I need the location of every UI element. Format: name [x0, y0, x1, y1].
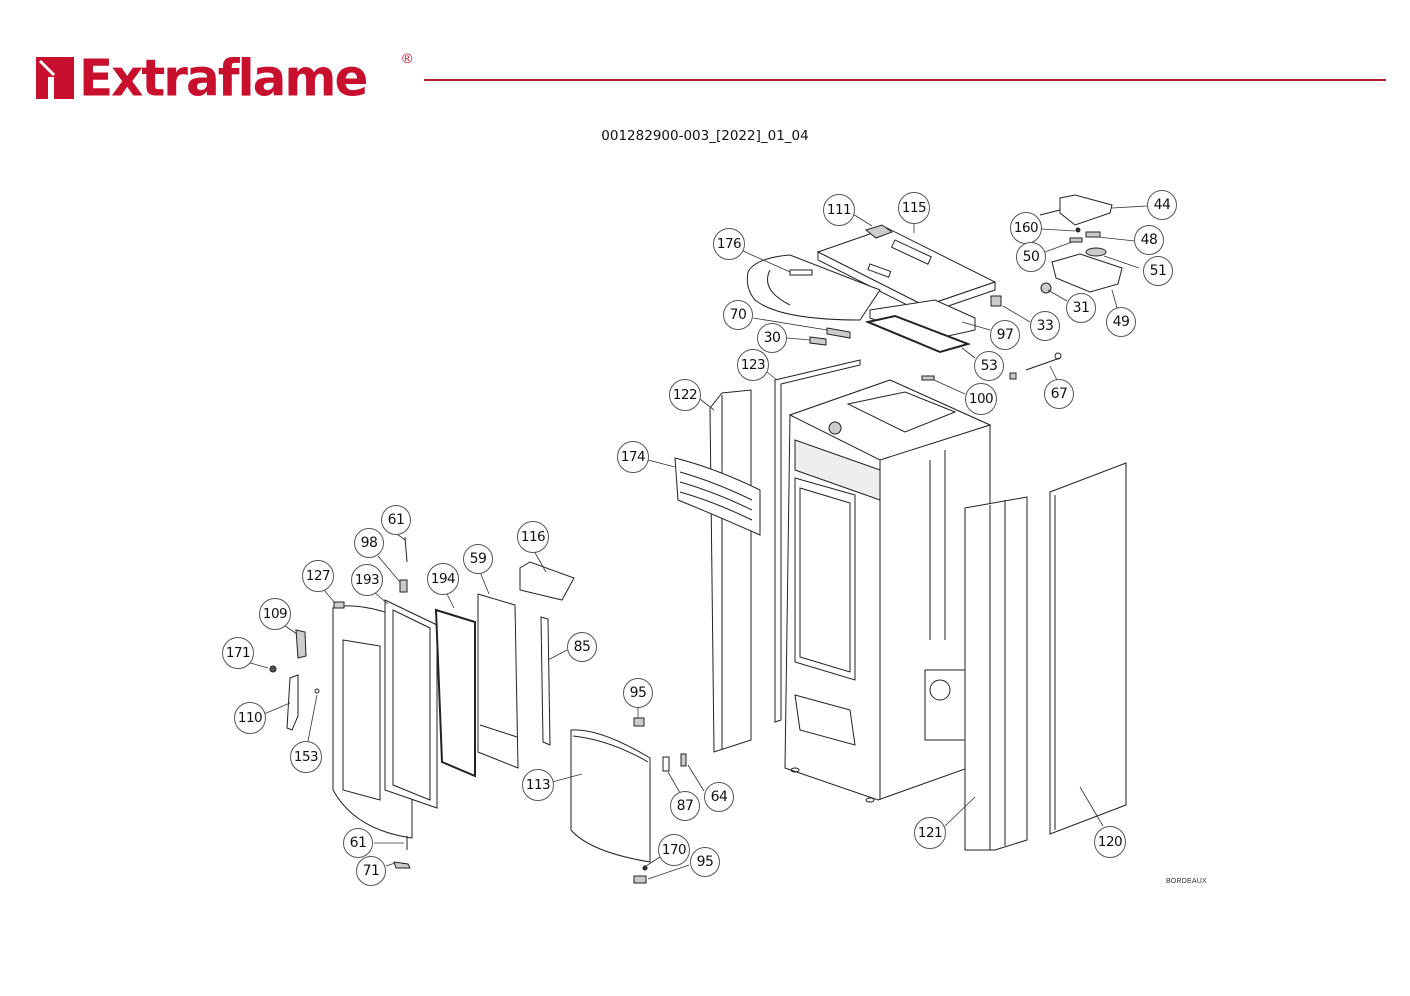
- callout-85: 85: [567, 632, 597, 662]
- part-64: [680, 753, 687, 767]
- part-bracket-30: [809, 336, 827, 346]
- part-109: [295, 629, 307, 659]
- callout-171: 171: [222, 637, 254, 669]
- callout-61-bottom: 61: [343, 828, 373, 858]
- callout-176: 176: [713, 228, 745, 260]
- callout-71: 71: [356, 856, 386, 886]
- part-49: [1051, 253, 1123, 293]
- part-33: [990, 295, 1002, 307]
- callout-61-top: 61: [381, 505, 411, 535]
- part-48: [1085, 231, 1101, 238]
- callout-31: 31: [1066, 293, 1096, 323]
- callout-170: 170: [658, 834, 690, 866]
- document-code: 001282900-003_[2022]_01_04: [601, 128, 809, 144]
- callout-115: 115: [898, 192, 930, 224]
- callout-51: 51: [1143, 256, 1173, 286]
- part-50: [1069, 237, 1083, 243]
- callout-70: 70: [723, 300, 753, 330]
- part-handle-111: [864, 224, 894, 239]
- callout-95-bottom: 95: [690, 847, 720, 877]
- callout-48: 48: [1134, 225, 1164, 255]
- part-side-panel-121: [964, 496, 1028, 851]
- part-170: [642, 865, 648, 871]
- part-87: [662, 756, 670, 772]
- callout-120: 120: [1094, 826, 1126, 858]
- part-glass-frame-193: [384, 599, 438, 809]
- callout-110: 110: [234, 702, 266, 734]
- part-ash-door-113: [570, 729, 651, 863]
- callout-49: 49: [1106, 307, 1136, 337]
- callout-153: 153: [290, 741, 322, 773]
- callout-53: 53: [974, 351, 1004, 381]
- callout-98: 98: [354, 528, 384, 558]
- callout-160: 160: [1010, 212, 1042, 244]
- part-bracket-70: [826, 327, 851, 339]
- part-deflector-116: [519, 561, 575, 601]
- callout-127: 127: [302, 560, 334, 592]
- callout-121: 121: [914, 817, 946, 849]
- callout-50: 50: [1016, 242, 1046, 272]
- callout-174: 174: [617, 441, 649, 473]
- part-44: [1039, 194, 1113, 226]
- part-side-panel-120: [1049, 462, 1127, 835]
- callout-123: 123: [737, 349, 769, 381]
- callout-33: 33: [1030, 311, 1060, 341]
- callout-194: 194: [427, 563, 459, 595]
- leader-lines: [239, 205, 1148, 880]
- part-gasket-53: [864, 314, 972, 354]
- callout-100: 100: [965, 383, 997, 415]
- callout-44: 44: [1147, 190, 1177, 220]
- model-name: BORDEAUX: [1166, 878, 1207, 885]
- part-160: [1075, 227, 1081, 233]
- part-100: [921, 375, 935, 381]
- part-box-97: [869, 299, 976, 341]
- callout-109: 109: [259, 598, 291, 630]
- callout-113: 113: [522, 769, 554, 801]
- part-grille-174: [674, 457, 761, 536]
- part-rail-85: [540, 616, 551, 746]
- callout-59: 59: [463, 544, 493, 574]
- part-top-176: [746, 254, 881, 321]
- brand-logo: Extraflame ®: [34, 48, 412, 108]
- part-61-top: [404, 536, 408, 563]
- part-31: [1040, 282, 1052, 294]
- part-95-top: [633, 717, 645, 727]
- callout-97: 97: [990, 320, 1020, 350]
- part-stove-body: [784, 379, 992, 803]
- callout-87: 87: [670, 791, 700, 821]
- part-side-panel-122: [709, 389, 752, 753]
- callout-30: 30: [757, 323, 787, 353]
- part-153: [314, 688, 320, 694]
- callout-111: 111: [823, 194, 855, 226]
- callout-64: 64: [704, 782, 734, 812]
- callout-116: 116: [517, 521, 549, 553]
- callout-193: 193: [351, 564, 383, 596]
- part-95-bottom: [633, 875, 647, 884]
- part-98: [399, 579, 408, 593]
- part-171: [269, 665, 277, 673]
- brand-name: Extraflame: [79, 48, 368, 108]
- callout-122: 122: [669, 379, 701, 411]
- part-51: [1085, 247, 1107, 257]
- part-110: [286, 674, 299, 731]
- registered-mark: ®: [402, 50, 413, 66]
- part-glass-59: [477, 593, 519, 769]
- header-rule: [424, 79, 1386, 81]
- part-71: [393, 861, 411, 869]
- extraflame-logo-mark-icon: [36, 57, 74, 99]
- callout-67: 67: [1044, 379, 1074, 409]
- callout-95-top: 95: [623, 678, 653, 708]
- part-side-panel-123: [774, 359, 861, 723]
- part-67: [1009, 352, 1062, 380]
- part-glass-194: [434, 608, 476, 778]
